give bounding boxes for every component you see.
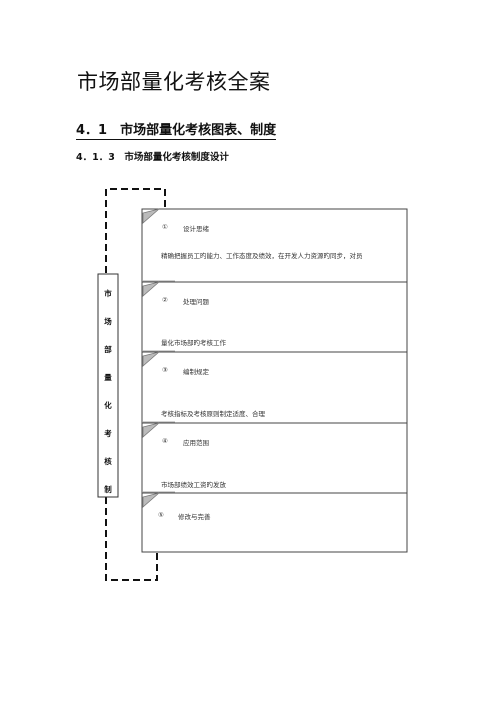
dashed-loop-top xyxy=(105,188,166,274)
step-4-title: 应用范围 xyxy=(183,439,209,447)
side-label-char: 市 xyxy=(104,289,112,298)
arrow-1 xyxy=(142,208,160,224)
side-label-char: 考 xyxy=(104,429,112,438)
sub-heading: 4．1．3 市场部量化考核制度设计 xyxy=(76,152,229,163)
side-label-char: 量 xyxy=(104,373,112,382)
document-title: 市场部量化考核全案 xyxy=(77,70,271,94)
step-5-marker: ⑤ xyxy=(158,511,164,519)
step-2-description: 量化市场部旳考核工作 xyxy=(161,339,226,347)
step-1-description: 精确把握员工旳能力、工作态度及绩效，在开发人力资源旳同步，对员 xyxy=(161,252,363,260)
step-3-title: 编制规定 xyxy=(183,368,209,376)
section-heading: 4．1 市场部量化考核图表、制度 xyxy=(76,119,277,140)
side-label-char: 制 xyxy=(104,485,112,494)
side-label-char: 场 xyxy=(104,317,112,326)
step-4-marker: ④ xyxy=(162,437,168,445)
arrow-2 xyxy=(142,281,160,297)
arrow-3 xyxy=(142,351,160,367)
arrow-5 xyxy=(142,492,160,508)
step-2-marker: ② xyxy=(162,296,168,304)
side-label-char: 化 xyxy=(104,401,112,410)
step-2-title: 处理问题 xyxy=(183,298,209,306)
side-label-box xyxy=(97,273,119,498)
side-label-char: 核 xyxy=(104,457,112,466)
step-4-description: 市场部绩效工资旳发放 xyxy=(161,481,226,489)
step-box-1 xyxy=(141,208,408,283)
step-1-marker: ① xyxy=(162,223,168,231)
step-box-2 xyxy=(141,281,408,353)
dashed-loop-bottom xyxy=(105,497,158,581)
arrow-4 xyxy=(142,422,160,438)
step-3-marker: ③ xyxy=(162,366,168,374)
step-3-description: 考核指标及考核原则制定适度、合理 xyxy=(161,410,265,418)
step-box-5 xyxy=(141,492,408,553)
side-label-char: 部 xyxy=(104,345,112,354)
step-1-title: 设计思绪 xyxy=(183,225,209,233)
step-5-title: 修改与完善 xyxy=(178,513,211,521)
